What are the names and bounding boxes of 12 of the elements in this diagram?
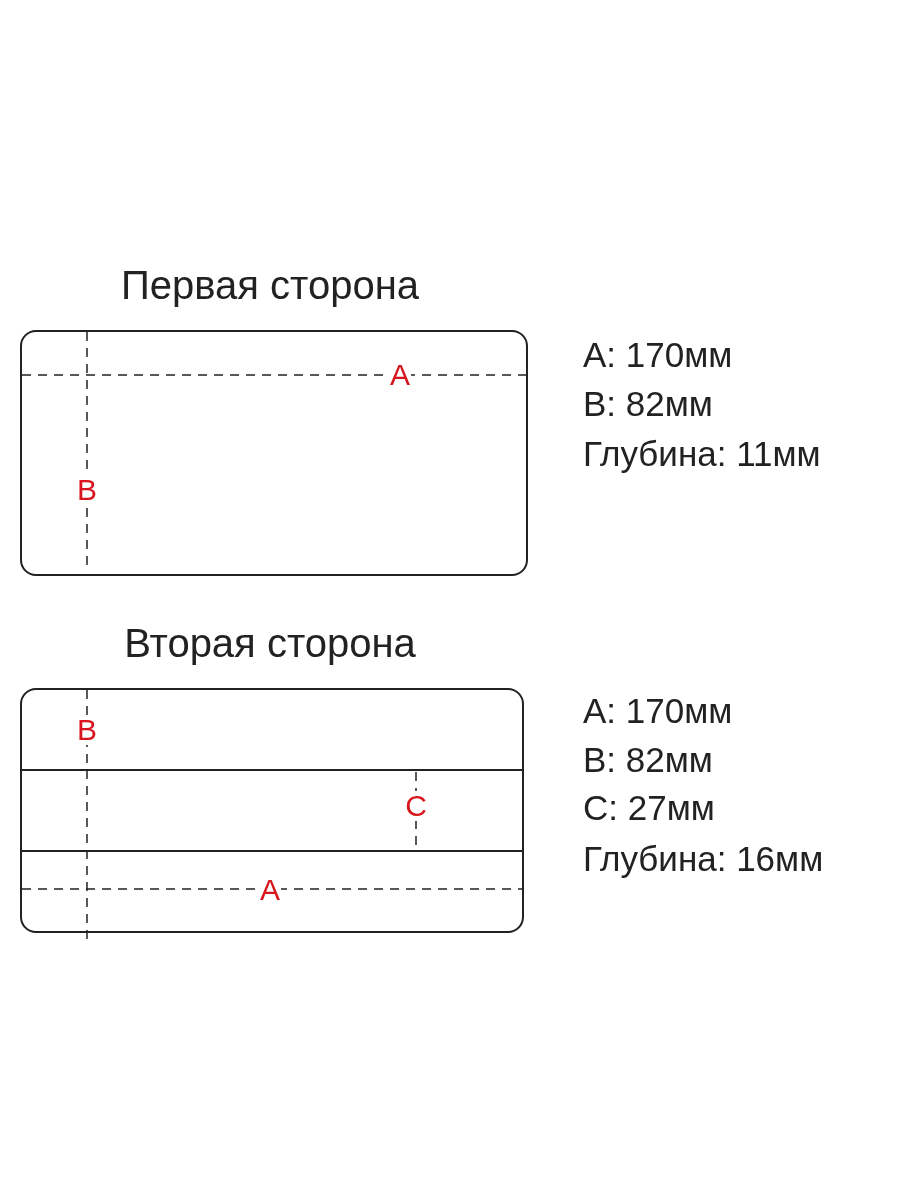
tray-compartment-outline — [20, 330, 528, 576]
dimension-spec: Глубина: 11мм — [583, 436, 821, 471]
dimension-spec: A: 170мм — [583, 337, 733, 372]
side-heading: Первая сторона — [121, 265, 419, 305]
dimension-spec: C: 27мм — [583, 790, 715, 825]
tray-compartment-outline — [20, 688, 524, 933]
dimension-spec: Глубина: 16мм — [583, 841, 824, 876]
dimension-spec: A: 170мм — [583, 693, 733, 728]
dimension-letter: C — [404, 791, 428, 821]
dimension-spec: B: 82мм — [583, 742, 713, 777]
side-heading: Вторая сторона — [124, 623, 416, 663]
dimension-spec: B: 82мм — [583, 386, 713, 421]
